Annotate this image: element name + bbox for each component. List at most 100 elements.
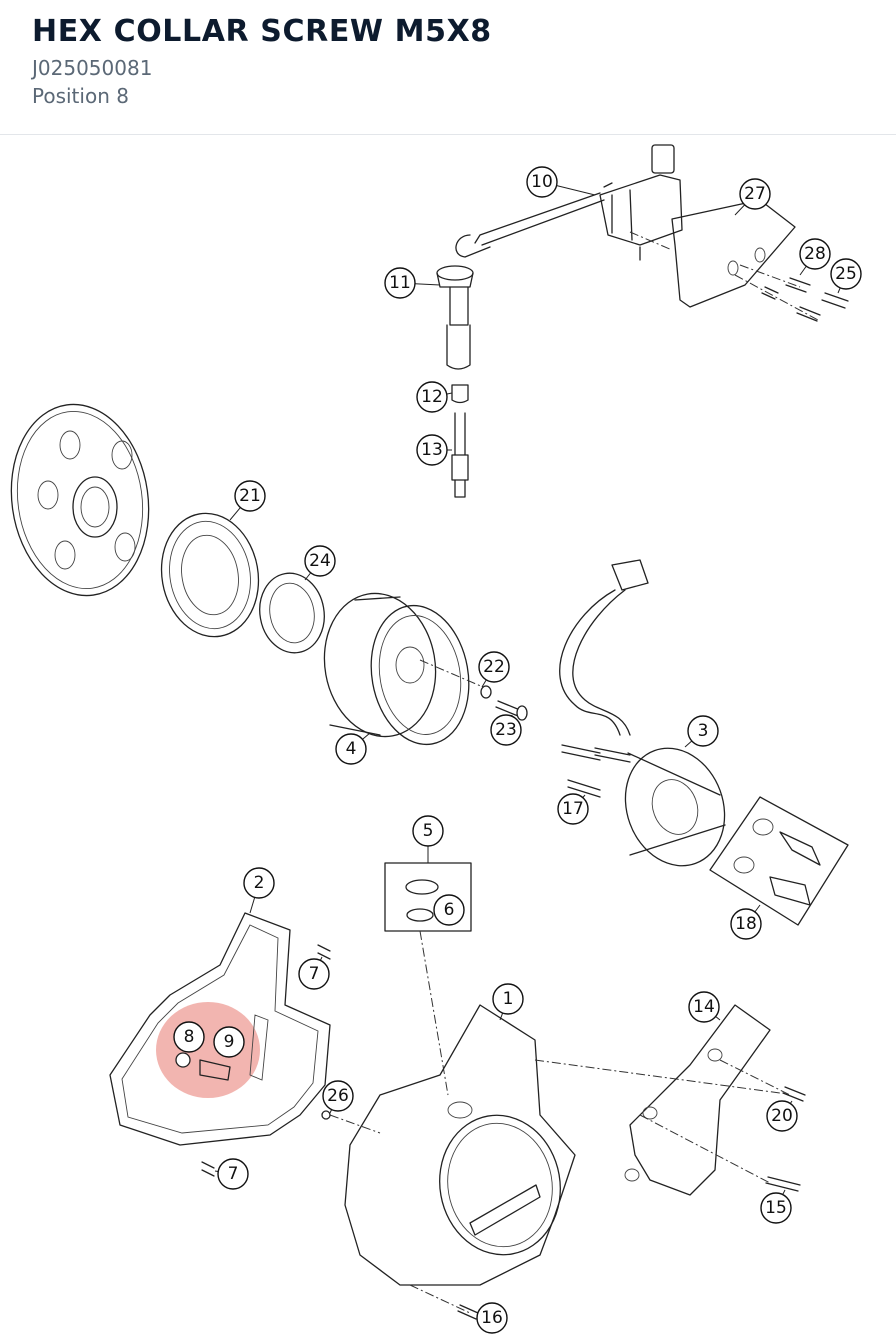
callout-number: 27 xyxy=(744,184,766,204)
callout-12[interactable]: 12 xyxy=(416,381,448,413)
callout-number: 1 xyxy=(503,989,514,1009)
callout-circle xyxy=(416,381,448,413)
stator-bolts xyxy=(561,744,631,798)
callout-number: 18 xyxy=(735,914,757,934)
callout-circle xyxy=(490,714,522,746)
callout-10[interactable]: 10 xyxy=(526,166,558,198)
part-number: J025050081 xyxy=(32,56,153,80)
spark-plug-assembly xyxy=(436,265,474,498)
callout-circle xyxy=(173,1021,205,1053)
callout-circle xyxy=(557,793,589,825)
callout-18[interactable]: 18 xyxy=(730,908,762,940)
callout-26[interactable]: 26 xyxy=(322,1080,354,1112)
callout-5[interactable]: 5 xyxy=(412,815,444,847)
callout-number: 10 xyxy=(531,172,553,192)
callout-number: 3 xyxy=(698,721,709,741)
callout-circle xyxy=(760,1192,792,1224)
callout-number: 15 xyxy=(765,1198,787,1218)
bearing-ring xyxy=(259,572,325,654)
callout-17[interactable]: 17 xyxy=(557,793,589,825)
callout-27[interactable]: 27 xyxy=(739,178,771,210)
callout-circle xyxy=(492,983,524,1015)
callout-21[interactable]: 21 xyxy=(234,480,266,512)
page-title: HEX COLLAR SCREW M5X8 xyxy=(32,14,492,49)
callout-number: 21 xyxy=(239,486,261,506)
callout-16[interactable]: 16 xyxy=(476,1302,508,1334)
callout-number: 13 xyxy=(421,440,443,460)
callout-circle xyxy=(739,178,771,210)
callout-number: 20 xyxy=(771,1106,793,1126)
callout-circle xyxy=(213,1026,245,1058)
callout-circle xyxy=(730,908,762,940)
page-header: HEX COLLAR SCREW M5X8 J025050081 Positio… xyxy=(0,0,896,135)
callout-number: 12 xyxy=(421,387,443,407)
cover-bolts xyxy=(321,1086,806,1320)
callout-circle xyxy=(304,545,336,577)
callout-4[interactable]: 4 xyxy=(335,733,367,765)
callout-2[interactable]: 2 xyxy=(243,867,275,899)
callout-circle xyxy=(766,1100,798,1132)
callout-circle xyxy=(217,1158,249,1190)
callout-number: 11 xyxy=(389,273,411,293)
callout-23[interactable]: 23 xyxy=(490,714,522,746)
bolt-kit-box xyxy=(709,796,849,926)
callout-11[interactable]: 11 xyxy=(384,267,416,299)
flywheel-rotor xyxy=(323,592,491,746)
callout-number: 7 xyxy=(228,1164,239,1184)
rotor-nut-washer xyxy=(480,685,528,721)
callout-8[interactable]: 8 xyxy=(173,1021,205,1053)
callout-circle xyxy=(335,733,367,765)
callout-number: 9 xyxy=(224,1032,235,1052)
callout-circle xyxy=(526,166,558,198)
callout-3[interactable]: 3 xyxy=(687,715,719,747)
callout-22[interactable]: 22 xyxy=(478,651,510,683)
callout-15[interactable]: 15 xyxy=(760,1192,792,1224)
callout-20[interactable]: 20 xyxy=(766,1100,798,1132)
callout-number: 25 xyxy=(835,264,857,284)
callout-6[interactable]: 6 xyxy=(433,894,465,926)
cover-gasket xyxy=(109,912,331,1146)
callout-7[interactable]: 7 xyxy=(298,958,330,990)
callout-14[interactable]: 14 xyxy=(688,991,720,1023)
dowel-pins xyxy=(201,944,331,1177)
exploded-parts-diagram: 1027282511121321242223431718562789114262… xyxy=(10,144,862,1334)
callout-circle xyxy=(412,815,444,847)
cover-plug-kit xyxy=(384,862,472,1096)
callout-circle xyxy=(298,958,330,990)
callout-number: 17 xyxy=(562,799,584,819)
callout-circle xyxy=(243,867,275,899)
ignition-coil xyxy=(455,144,683,261)
callout-circle xyxy=(799,238,831,270)
callout-7[interactable]: 7 xyxy=(217,1158,249,1190)
sprocket-cover xyxy=(624,1004,791,1196)
callout-number: 23 xyxy=(495,720,517,740)
callout-number: 14 xyxy=(693,997,715,1017)
callout-number: 16 xyxy=(481,1308,503,1328)
callout-number: 22 xyxy=(483,657,505,677)
callout-28[interactable]: 28 xyxy=(799,238,831,270)
callout-circle xyxy=(830,258,862,290)
callout-25[interactable]: 25 xyxy=(830,258,862,290)
callout-number: 26 xyxy=(327,1086,349,1106)
callout-circle xyxy=(688,991,720,1023)
callout-number: 24 xyxy=(309,551,331,571)
callout-circle xyxy=(384,267,416,299)
callout-number: 2 xyxy=(254,873,265,893)
starter-gear xyxy=(10,403,150,597)
callout-circle xyxy=(478,651,510,683)
callout-circle xyxy=(433,894,465,926)
bracket-bolts xyxy=(734,264,849,322)
ignition-cover xyxy=(329,1004,781,1314)
callout-number: 6 xyxy=(444,900,455,920)
callout-13[interactable]: 13 xyxy=(416,434,448,466)
callout-9[interactable]: 9 xyxy=(213,1026,245,1058)
callout-number: 8 xyxy=(184,1027,195,1047)
callout-circle xyxy=(416,434,448,466)
coil-bracket xyxy=(629,199,796,308)
callout-24[interactable]: 24 xyxy=(304,545,336,577)
freewheel xyxy=(160,512,260,638)
callout-1[interactable]: 1 xyxy=(492,983,524,1015)
callout-number: 28 xyxy=(804,244,826,264)
callout-number: 5 xyxy=(423,821,434,841)
